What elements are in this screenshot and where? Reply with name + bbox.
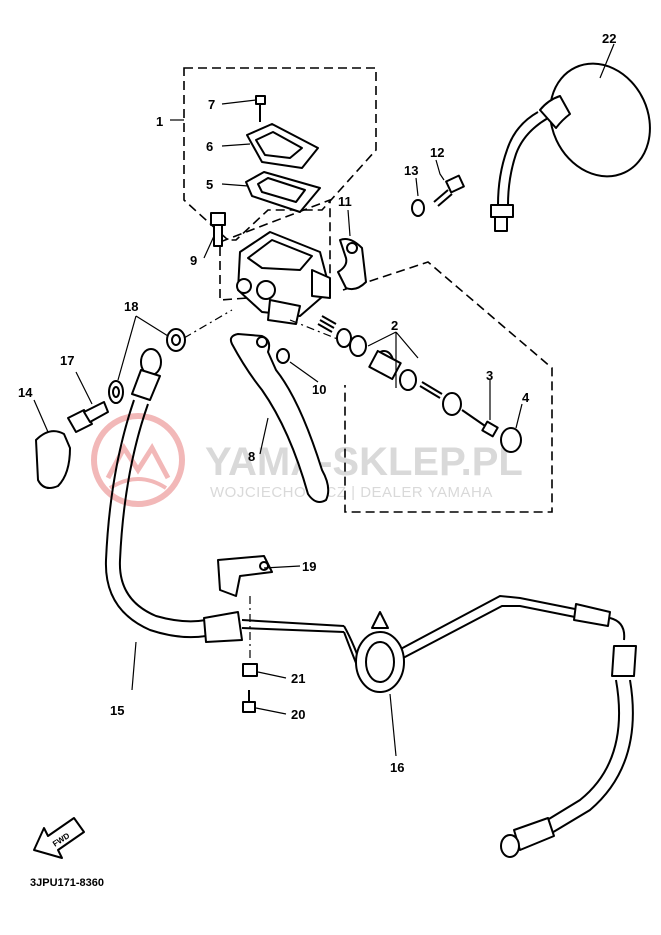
callout-17: 17 — [60, 353, 74, 368]
callout-3: 3 — [486, 368, 493, 383]
master-cylinder — [236, 231, 331, 325]
callout-2: 2 — [391, 318, 398, 333]
master-cylinder-outline — [219, 198, 331, 301]
callout-6: 6 — [206, 139, 213, 154]
callout-8: 8 — [248, 449, 255, 464]
callout-16: 16 — [390, 760, 404, 775]
callout-13: 13 — [404, 163, 418, 178]
piston-kit-outline — [342, 261, 553, 513]
callout-11: 11 — [338, 194, 352, 209]
callout-19: 19 — [302, 559, 316, 574]
push-rod — [461, 409, 499, 438]
brake-lever — [229, 333, 330, 503]
hose-guide-bracket — [217, 555, 273, 597]
banjo-bolt — [67, 401, 109, 433]
reservoir-group-outline — [183, 67, 377, 241]
callout-18: 18 — [124, 299, 138, 314]
callout-7: 7 — [208, 97, 215, 112]
watermark-logo — [91, 413, 185, 507]
lever-pivot-nut — [276, 348, 290, 364]
dust-boot — [500, 427, 522, 453]
brake-hose — [104, 348, 637, 858]
reservoir-cap-screw — [255, 95, 266, 122]
bracket-bolt — [242, 690, 256, 713]
mirror-bolt — [433, 174, 465, 207]
callout-22: 22 — [602, 31, 616, 46]
callout-10: 10 — [312, 382, 326, 397]
callout-9: 9 — [190, 253, 197, 268]
watermark: YAMA-SKLEP.PL WOJCIECHOWICZ | DEALER YAM… — [91, 413, 523, 507]
diaphragm — [245, 171, 321, 213]
copper-washer-lower — [108, 380, 124, 404]
callout-4: 4 — [522, 390, 530, 405]
callout-1: 1 — [156, 114, 163, 129]
callout-20: 20 — [291, 707, 305, 722]
callout-14: 14 — [18, 385, 33, 400]
leader-lines — [33, 43, 615, 757]
union-bolt — [210, 212, 226, 247]
bracket-nut — [242, 663, 258, 677]
banjo-cover — [35, 430, 71, 489]
callout-21: 21 — [291, 671, 305, 686]
callout-12: 12 — [430, 145, 444, 160]
copper-washer-upper — [166, 328, 186, 352]
mirror — [490, 62, 651, 232]
callouts: 1 2 3 4 5 6 7 8 9 10 11 12 13 14 15 16 1… — [18, 31, 616, 775]
piston-kit — [317, 315, 462, 416]
callout-15: 15 — [110, 703, 124, 718]
reservoir-cap — [246, 123, 319, 169]
diagram-code: 3JPU171-8360 — [30, 877, 104, 889]
watermark-subtitle: WOJCIECHOWICZ | DEALER YAMAHA — [210, 484, 493, 501]
mirror-washer — [411, 199, 425, 217]
hose-clamp — [355, 611, 405, 693]
holder-clamp — [337, 238, 367, 291]
watermark-title: YAMA-SKLEP.PL — [205, 440, 523, 484]
callout-5: 5 — [206, 177, 213, 192]
fwd-arrow: FWD — [33, 817, 85, 859]
